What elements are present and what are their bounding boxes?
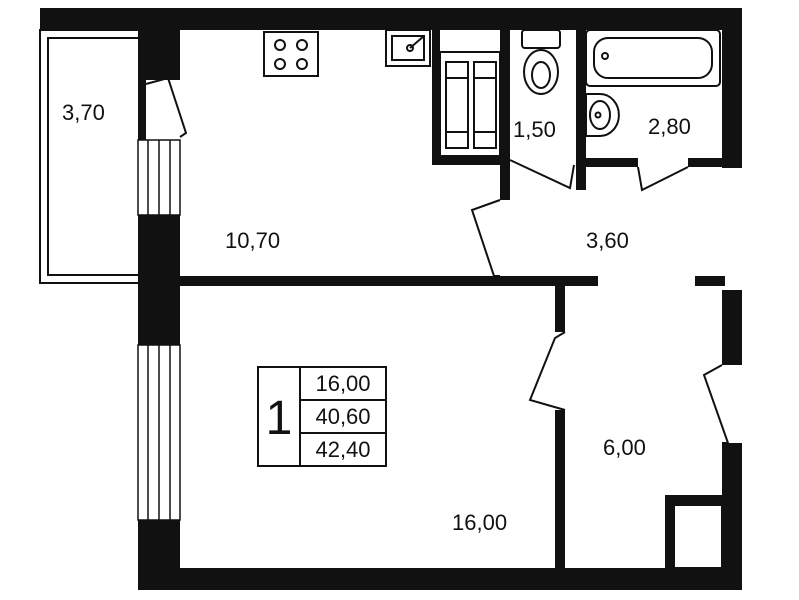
entrance-door: [702, 364, 730, 444]
toilet-area-label: 1,50: [513, 117, 556, 142]
corridor-area-label: 6,00: [603, 435, 646, 460]
wall-cabinet-left: [432, 30, 440, 165]
interior-walls: [180, 30, 725, 570]
hallway-area-label: 3,60: [586, 228, 629, 253]
corridor-closet: [665, 495, 723, 569]
stove-icon: [263, 31, 319, 77]
wall-bath-bottom-left: [586, 158, 638, 167]
bedroom-door: [528, 331, 566, 411]
toilet-icon: [521, 29, 561, 95]
bathroom-area-label: 2,80: [648, 114, 691, 139]
wall-right-lower: [722, 443, 742, 590]
wall-wc-right: [576, 30, 586, 190]
summary-table: [257, 366, 387, 467]
wardrobe-icon: [439, 51, 501, 157]
bedroom-area-label: 16,00: [452, 510, 507, 535]
total-area-with-balcony-label: 42,40: [315, 437, 370, 462]
wall-wc-left: [500, 30, 510, 200]
wall-right-mid: [722, 290, 742, 365]
wall-top: [40, 8, 742, 30]
total-area-label: 40,60: [315, 404, 370, 429]
wall-left-thin1: [138, 80, 146, 140]
rooms-count-label: 1: [266, 392, 293, 445]
window-bedroom: [137, 344, 181, 521]
wall-bottom: [138, 568, 742, 590]
wall-kitchen-bedroom: [180, 276, 598, 286]
wall-bath-bottom-right: [688, 158, 724, 167]
wall-bedroom-corridor: [555, 276, 565, 332]
living-area-label: 16,00: [315, 371, 370, 396]
bathroom-door: [637, 166, 689, 192]
balcony-door: [145, 76, 188, 138]
kitchen-area-label: 10,70: [225, 228, 280, 253]
wall-left-mid1: [138, 215, 180, 345]
wc-door: [509, 159, 575, 190]
wall-bedroom-corridor-lower: [555, 410, 565, 570]
wall-left-top: [138, 8, 180, 80]
bathtub-icon: [585, 29, 721, 87]
kitchen-door: [470, 199, 501, 277]
washbasin-icon: [585, 93, 620, 137]
wall-left-bottom: [138, 520, 180, 590]
sink-icon: [385, 29, 431, 67]
outer-walls: [40, 8, 742, 590]
wall-hall-stub-right: [695, 276, 725, 286]
wall-cabinet-bottom: [432, 157, 510, 165]
wall-right-upper: [722, 8, 742, 168]
balcony: [39, 29, 138, 284]
window-kitchen: [137, 139, 181, 216]
balcony-area-label: 3,70: [62, 100, 105, 125]
